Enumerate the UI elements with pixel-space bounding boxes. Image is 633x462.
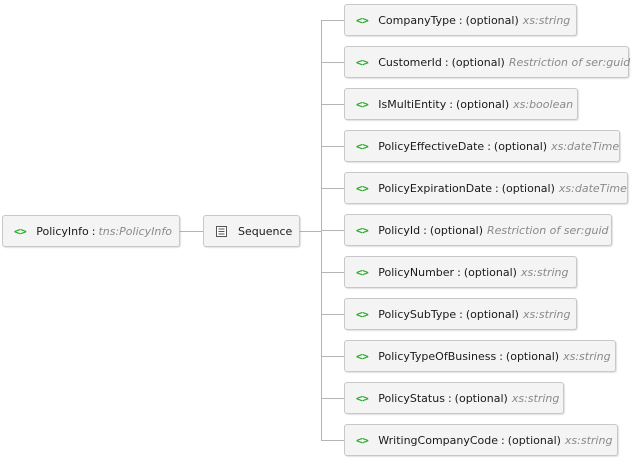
element-separator: : [91,224,96,238]
element-separator: : [495,181,499,195]
child-element-node[interactable]: <> PolicySubType : (optional) xs:string [344,298,577,330]
element-icon: <> [356,139,369,153]
child-element-node[interactable]: <> CompanyType : (optional) xs:string [344,4,577,36]
element-optional: (optional) [501,181,555,195]
element-name: PolicyExpirationDate [378,181,493,195]
element-icon: <> [356,223,369,237]
connector-branch [321,356,344,357]
connector-branch [321,104,344,105]
element-name: PolicyId [378,223,421,237]
child-element-node[interactable]: <> PolicyExpirationDate : (optional) xs:… [344,172,628,204]
element-type: xs:dateTime [558,181,627,195]
element-icon: <> [356,55,369,69]
element-separator: : [447,391,452,405]
child-element-node[interactable]: <> PolicyTypeOfBusiness : (optional) xs:… [344,340,616,372]
connector-sequence-to-trunk [300,231,321,232]
element-optional: (optional) [429,223,484,237]
element-type: xs:string [522,307,571,321]
element-separator: : [487,139,491,153]
element-name: PolicyTypeOfBusiness [378,349,497,363]
connector-branch [321,398,344,399]
element-name: WritingCompanyCode [378,433,499,447]
element-separator: : [499,349,503,363]
element-type: Restriction of ser:guid [508,55,631,69]
child-element-node[interactable]: <> PolicyStatus : (optional) xs:string [344,382,564,414]
child-element-node[interactable]: <> PolicyNumber : (optional) xs:string [344,256,577,288]
element-type: xs:string [520,265,569,279]
element-type: xs:boolean [513,97,574,111]
element-icon: <> [356,181,369,195]
element-optional: (optional) [505,349,560,363]
element-optional: (optional) [465,307,519,321]
element-type: Restriction of ser:guid [487,223,609,237]
element-optional: (optional) [454,391,508,405]
sequence-icon [216,225,227,237]
connector-branch [321,272,344,273]
element-type: xs:dateTime [551,139,620,153]
element-name: CompanyType [378,13,456,27]
element-icon: <> [356,307,369,321]
element-optional: (optional) [465,13,519,27]
element-name: PolicyInfo [36,224,89,238]
element-icon: <> [356,97,369,111]
element-name: PolicySubType [378,307,457,321]
element-icon: <> [356,349,369,363]
element-name: PolicyEffectiveDate [378,139,485,153]
element-icon: <> [14,224,27,238]
element-type: xs:string [563,349,611,363]
element-name: IsMultiEntity [378,97,447,111]
child-element-node[interactable]: <> PolicyId : (optional) Restriction of … [344,214,612,246]
element-icon: <> [356,13,369,27]
child-element-node[interactable]: <> PolicyEffectiveDate : (optional) xs:d… [344,130,620,162]
sequence-node[interactable]: Sequence [203,215,300,247]
element-separator: : [458,13,463,27]
element-separator: : [457,265,461,279]
root-element-node[interactable]: <> PolicyInfo : tns:PolicyInfo [2,215,180,247]
element-separator: : [459,307,463,321]
element-separator: : [501,433,505,447]
element-type: tns:PolicyInfo [98,224,173,238]
element-type: xs:string [522,13,571,27]
element-separator: : [423,223,427,237]
child-element-node[interactable]: <> CustomerId : (optional) Restriction o… [344,46,631,78]
sequence-label: Sequence [238,224,293,238]
connector-root-to-sequence [180,231,203,232]
element-name: CustomerId [378,55,442,69]
connector-branch [321,62,344,63]
element-icon: <> [356,391,369,405]
element-icon: <> [356,265,369,279]
element-name: PolicyStatus [378,391,445,405]
child-element-node[interactable]: <> WritingCompanyCode : (optional) xs:st… [344,424,618,456]
element-type: xs:string [511,391,560,405]
connector-branch [321,146,344,147]
element-icon: <> [356,433,369,447]
element-optional: (optional) [463,265,517,279]
connector-branch [321,188,344,189]
element-type: xs:string [564,433,613,447]
element-name: PolicyNumber [378,265,455,279]
connector-branch [321,440,344,441]
connector-branch [321,20,344,21]
element-optional: (optional) [455,97,510,111]
connector-branch [321,230,344,231]
element-optional: (optional) [507,433,561,447]
element-separator: : [449,97,453,111]
connector-branch [321,314,344,315]
element-optional: (optional) [493,139,548,153]
element-optional: (optional) [451,55,505,69]
element-separator: : [444,55,449,69]
child-element-node[interactable]: <> IsMultiEntity : (optional) xs:boolean [344,88,578,120]
